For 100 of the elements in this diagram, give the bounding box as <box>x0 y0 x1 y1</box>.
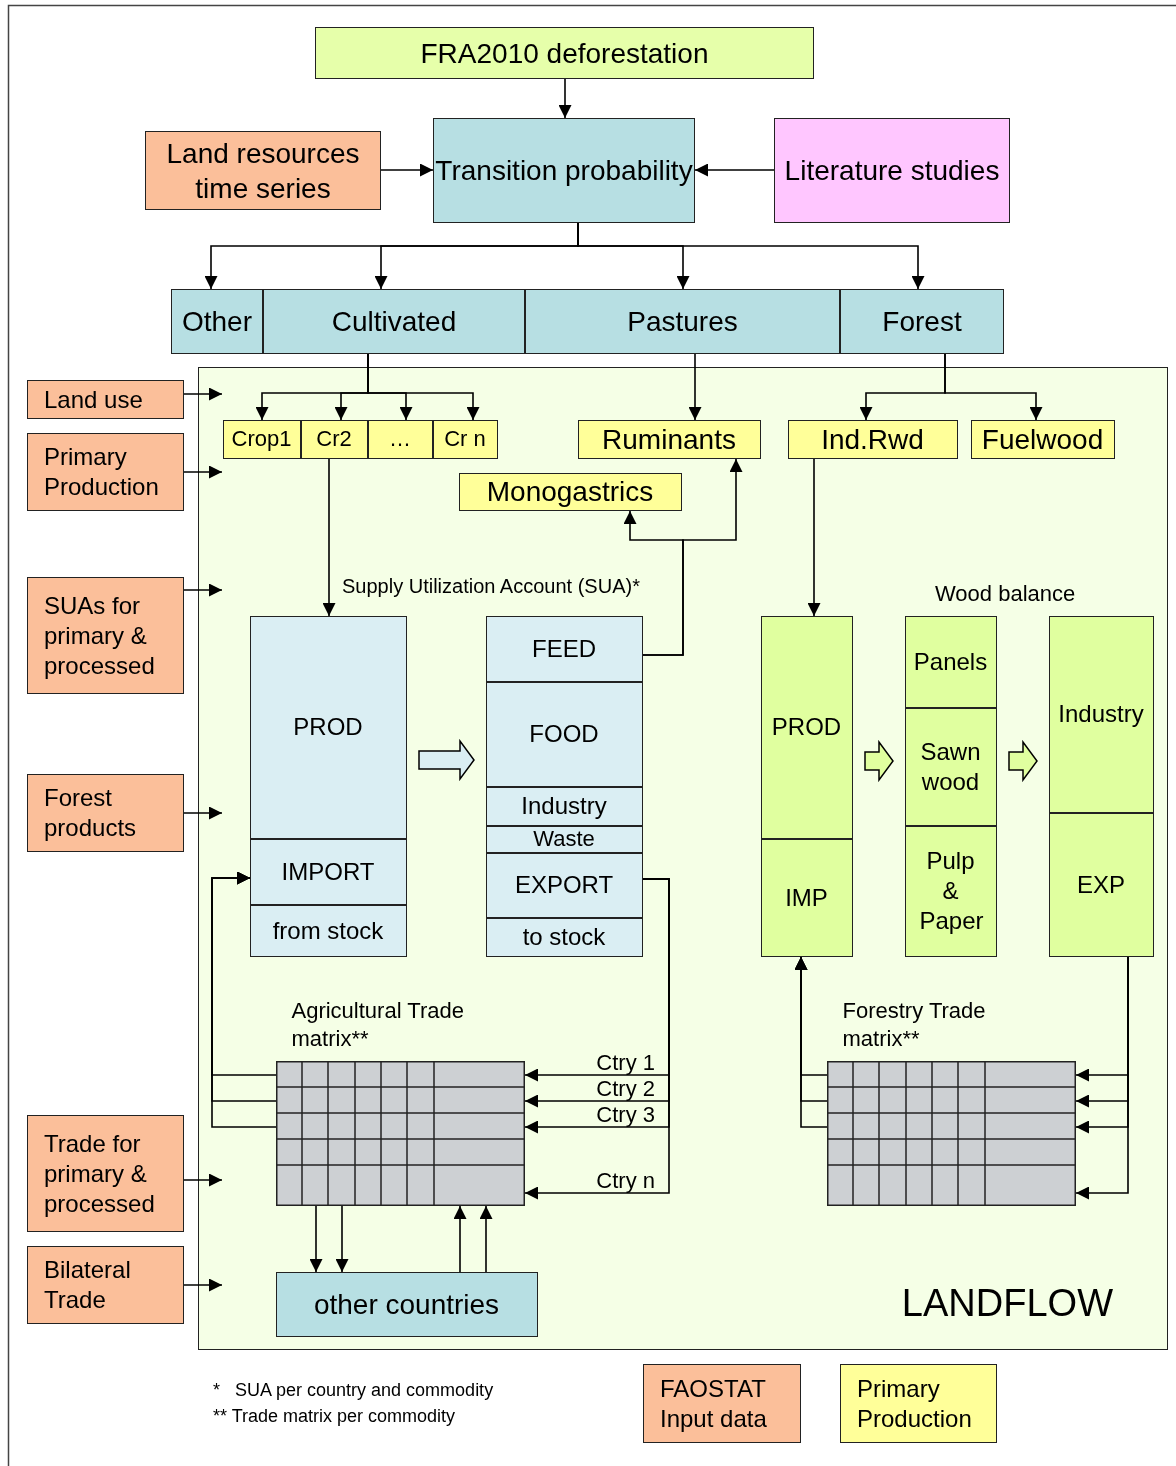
matrix-heading: Forestry Trade matrix** <box>842 996 987 1054</box>
arrow <box>807 458 821 617</box>
model-panel <box>198 367 1168 1350</box>
node-label: Fuelwood <box>981 422 1104 457</box>
node-label: from stock <box>272 915 384 946</box>
land-category-box <box>525 289 840 354</box>
node-label: Transition probability <box>435 154 693 188</box>
account-cell <box>249 615 407 839</box>
arrow <box>183 1173 223 1187</box>
account-cell <box>485 786 643 826</box>
node-label: Crop1 <box>231 425 292 453</box>
product-box <box>458 472 682 511</box>
legend-text: FAOSTAT Input data <box>660 1373 768 1434</box>
input-data-box <box>27 1246 184 1324</box>
crop-box <box>300 419 368 459</box>
wood-balance-cell <box>904 615 997 708</box>
arrow <box>794 956 828 1128</box>
node-label: Ind.Rwd <box>821 422 924 457</box>
node-label: IMPORT <box>281 856 375 887</box>
wood-balance-cell <box>1048 812 1154 957</box>
section-heading: Wood balance <box>935 581 1076 607</box>
node-label: Other <box>182 305 252 339</box>
data-source-box <box>315 27 814 79</box>
node-label: IMP <box>785 882 828 913</box>
node-label: Cr n <box>444 425 486 453</box>
node-label: Sawn wood <box>919 736 982 797</box>
node-label: Forest products <box>44 783 138 843</box>
node-label: PROD <box>771 712 842 742</box>
footnote: ** Trade matrix per commodity <box>213 1406 456 1427</box>
edge-label: Ctry 1 <box>594 1052 657 1074</box>
arrow <box>183 583 223 597</box>
model-name: LANDFLOW <box>901 1280 1113 1326</box>
arrow <box>183 1278 223 1292</box>
input-data-box <box>27 774 184 852</box>
wood-balance-cell <box>760 838 853 957</box>
wood-balance-cell <box>904 825 997 957</box>
node-label: other countries <box>313 1287 500 1322</box>
node-label: Primary Production <box>44 442 160 502</box>
node-label: Pastures <box>627 305 738 339</box>
node-label: Literature studies <box>784 154 1000 188</box>
account-cell <box>485 825 643 853</box>
account-cell <box>485 615 643 682</box>
block-arrow <box>864 739 894 783</box>
node-label: Cr2 <box>316 425 352 453</box>
arrow <box>524 878 670 1200</box>
node-label: Panels <box>913 646 988 677</box>
arrow <box>479 1205 493 1273</box>
region-box <box>275 1271 538 1337</box>
product-box <box>787 419 958 459</box>
arrow <box>335 1205 349 1273</box>
node-label: Monogastrics <box>486 475 654 509</box>
node-label: Waste <box>533 825 595 853</box>
crop-box <box>222 419 301 459</box>
node-label: EXPORT <box>514 870 614 900</box>
node-label: SUAs for primary & processed <box>44 590 156 681</box>
arrow <box>453 1205 467 1273</box>
edge-label: Ctry 2 <box>594 1078 657 1100</box>
account-cell <box>485 852 643 918</box>
node-label: Bilateral Trade <box>44 1255 132 1315</box>
node-label: Land use <box>44 384 143 415</box>
edge-label: Ctry n <box>594 1170 657 1192</box>
input-data-box <box>27 380 184 419</box>
node-label: Land resources time series <box>165 136 361 206</box>
wood-balance-cell <box>760 615 853 839</box>
node-label: PROD <box>293 712 363 742</box>
process-box <box>433 118 695 223</box>
block-arrow <box>1008 739 1038 783</box>
legend-text: Primary Production <box>857 1373 973 1434</box>
node-label: Trade for primary & processed <box>44 1128 156 1219</box>
land-category-box <box>263 289 525 354</box>
node-label: EXP <box>1077 869 1125 900</box>
node-label: Industry <box>521 791 607 821</box>
crop-box <box>432 419 498 459</box>
node-label: to stock <box>522 922 606 952</box>
arrow <box>944 353 1043 421</box>
arrow <box>380 163 434 177</box>
data-source-box <box>145 131 381 210</box>
arrow <box>558 78 572 119</box>
node-label: Cultivated <box>331 305 457 339</box>
arrow <box>694 163 775 177</box>
data-source-box <box>774 118 1010 223</box>
input-data-box <box>27 433 184 511</box>
node-label: Ruminants <box>602 422 736 457</box>
node-label: Forest <box>882 305 962 339</box>
arrow <box>309 1205 323 1273</box>
arrow <box>183 806 223 820</box>
input-data-box <box>27 577 184 694</box>
arrow <box>642 458 743 656</box>
matrix-heading: Agricultural Trade matrix** <box>291 996 465 1054</box>
crop-box <box>367 419 433 459</box>
block-arrow <box>418 738 475 782</box>
section-heading: Supply Utilization Account (SUA)* <box>342 575 640 598</box>
node-label: … <box>389 425 411 453</box>
account-cell <box>249 838 407 905</box>
account-cell <box>485 917 643 957</box>
land-category-box <box>171 289 263 354</box>
node-label: FEED <box>532 633 596 664</box>
input-data-box <box>27 1115 184 1232</box>
account-cell <box>485 681 643 787</box>
footnote: * SUA per country and commodity <box>213 1380 494 1401</box>
